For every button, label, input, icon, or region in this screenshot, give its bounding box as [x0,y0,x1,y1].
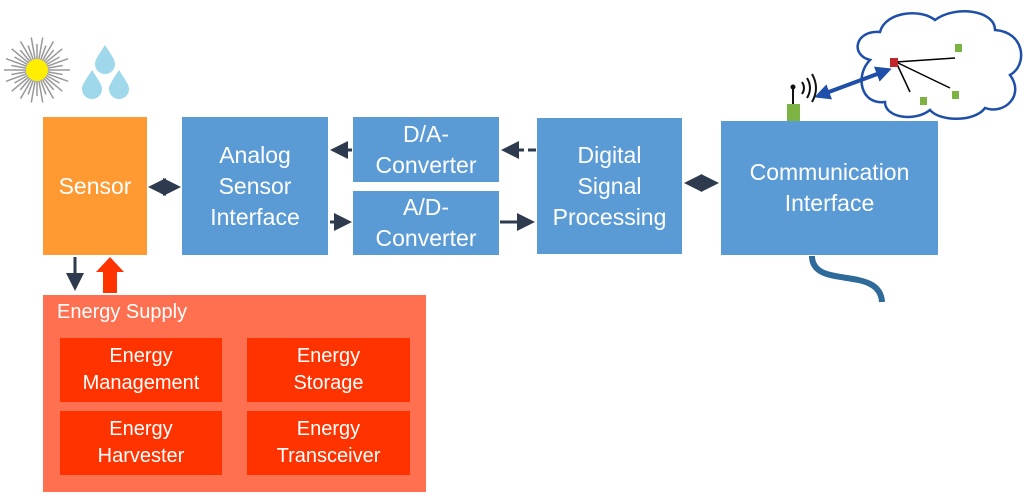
energy-harvester-block: Energy Harvester [60,411,222,475]
communication-interface-block: Communication Interface [721,121,938,255]
sensor-network-cloud-icon [814,10,1023,120]
energy-to-sensor-arrow [96,257,124,293]
digital-signal-processing-block: Digital Signal Processing [537,118,682,254]
arrows [66,141,719,291]
da-converter-block: D/A- Converter [353,117,499,182]
energy-transceiver-block: Energy Transceiver [247,411,410,475]
analog-sensor-interface-block: Analog Sensor Interface [182,117,328,255]
energy-storage-block: Energy Storage [247,338,410,402]
energy-management-block: Energy Management [60,338,222,402]
antenna-node-icon [787,73,817,121]
energy-supply-title: Energy Supply [57,301,188,323]
ad-converter-block: A/D- Converter [353,191,499,255]
water-drops-icon [82,45,129,99]
sun-icon [4,37,70,103]
sensor-block: Sensor [43,117,147,255]
cable-icon [809,255,885,303]
